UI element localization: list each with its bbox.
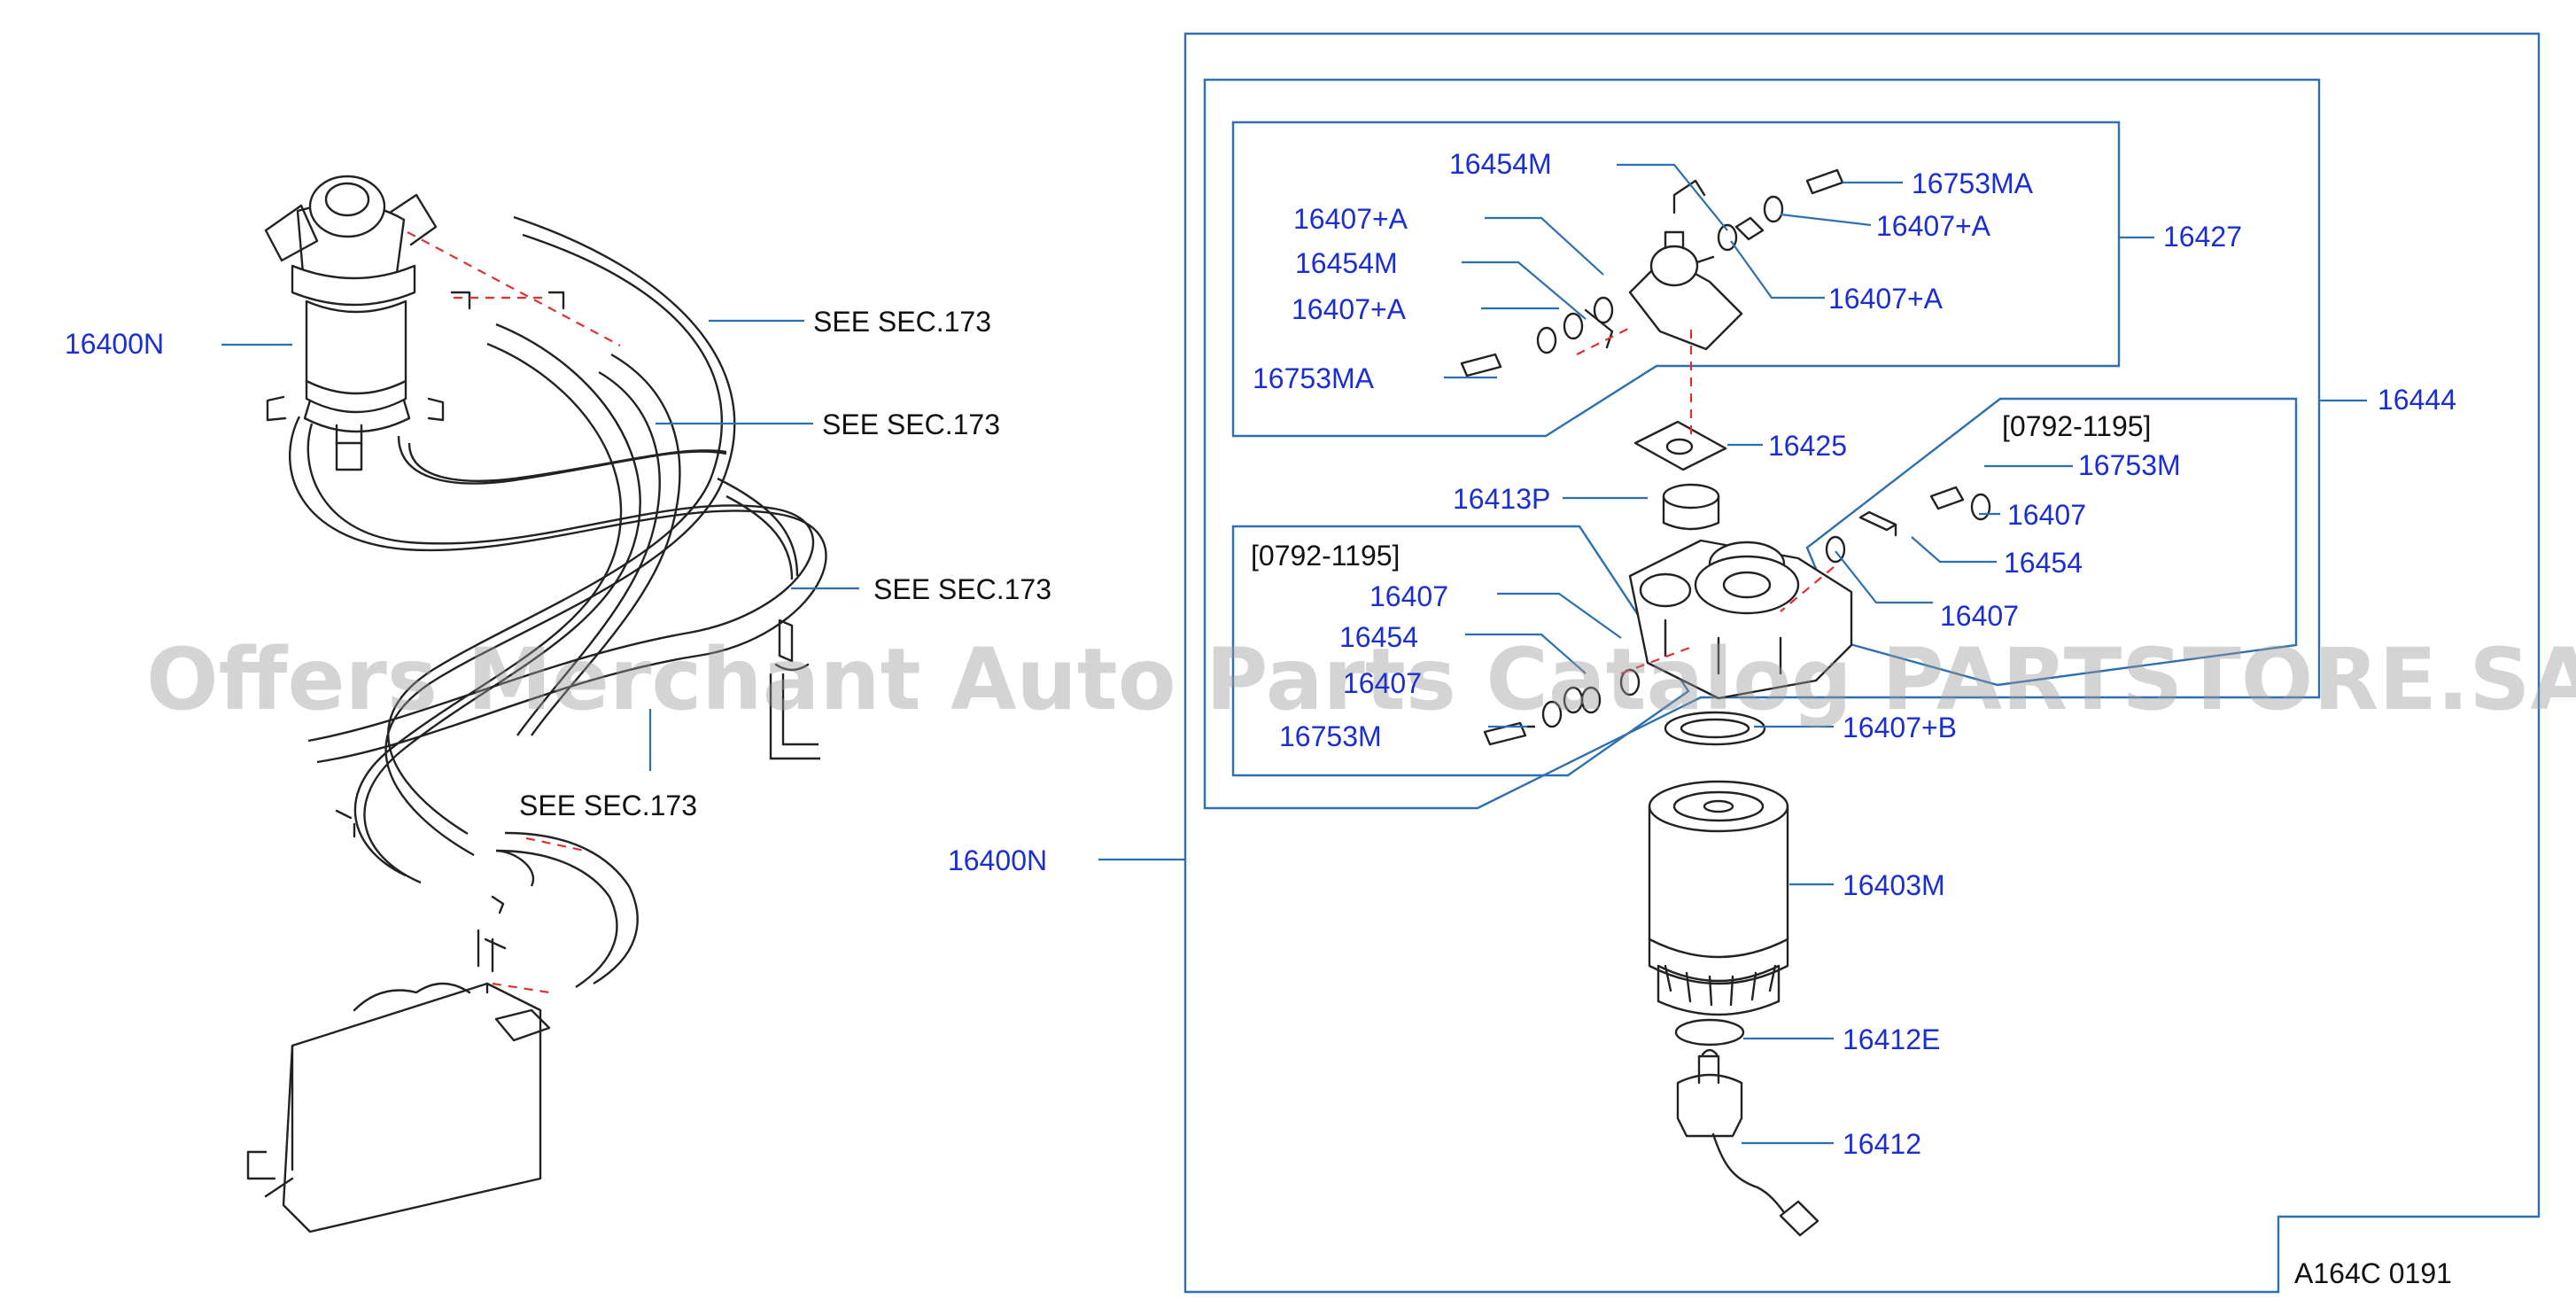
part-label-16753M-left[interactable]: 16753M (1279, 720, 1382, 752)
part-label-16412[interactable]: 16412 (1843, 1128, 1921, 1160)
see-sec-label-4[interactable]: SEE SEC.173 (519, 790, 697, 821)
part-label-16427[interactable]: 16427 (2163, 221, 2242, 253)
part-label-16407A-1[interactable]: 16407+A (1293, 203, 1408, 235)
part-label-16412E[interactable]: 16412E (1843, 1023, 1940, 1055)
part-label-16753M-right[interactable]: 16753M (2078, 449, 2181, 481)
part-label-16407A-4[interactable]: 16407+A (1292, 293, 1407, 325)
see-sec-label-2[interactable]: SEE SEC.173 (822, 409, 1000, 440)
part-label-16425[interactable]: 16425 (1768, 430, 1847, 462)
part-label-16403M[interactable]: 16403M (1843, 869, 1945, 901)
left-fuel-line-assembly (246, 175, 827, 1233)
part-label-16454M-top[interactable]: 16454M (1449, 148, 1552, 180)
figure-code: A164C 0191 (2294, 1257, 2452, 1289)
part-label-16454M-mid[interactable]: 16454M (1295, 247, 1398, 279)
part-label-16407-r1[interactable]: 16407 (2007, 499, 2086, 531)
outer-frame (1183, 32, 2541, 1294)
part-label-16753MA-left[interactable]: 16753MA (1253, 362, 1375, 394)
part-label-16407B[interactable]: 16407+B (1843, 712, 1957, 743)
assembly-16444-frame (1203, 78, 2321, 810)
part-label-16454-l[interactable]: 16454 (1339, 621, 1418, 653)
watermark: Offers Merchant Auto Parts Catalog PARTS… (146, 630, 2576, 729)
date-range-right: [0792-1195] (2002, 410, 2151, 442)
date-range-left: [0792-1195] (1251, 540, 1400, 572)
left-bracket-frame (1231, 525, 1690, 777)
part-label-16407A-3[interactable]: 16407+A (1828, 283, 1944, 315)
part-label-16454-r[interactable]: 16454 (2004, 547, 2083, 579)
part-label-16413P[interactable]: 16413P (1453, 483, 1550, 515)
part-label-16444[interactable]: 16444 (2378, 384, 2456, 416)
part-label-16753MA-top[interactable]: 16753MA (1912, 167, 2034, 199)
part-label-16407-r2[interactable]: 16407 (1940, 600, 2019, 632)
part-label-16407-l2[interactable]: 16407 (1343, 667, 1422, 699)
see-sec-label-1[interactable]: SEE SEC.173 (813, 306, 991, 338)
part-label-16400N-right[interactable]: 16400N (948, 844, 1047, 876)
right-fuel-filter-assembly (1460, 168, 1991, 1237)
see-sec-label-3[interactable]: SEE SEC.173 (873, 573, 1051, 605)
assembly-16427-frame (1231, 121, 2121, 438)
part-label-16400N-left[interactable]: 16400N (65, 328, 164, 360)
part-label-16407-l1[interactable]: 16407 (1369, 580, 1448, 612)
part-label-16407A-2[interactable]: 16407+A (1876, 210, 1991, 242)
leader-lines (221, 163, 2367, 1145)
